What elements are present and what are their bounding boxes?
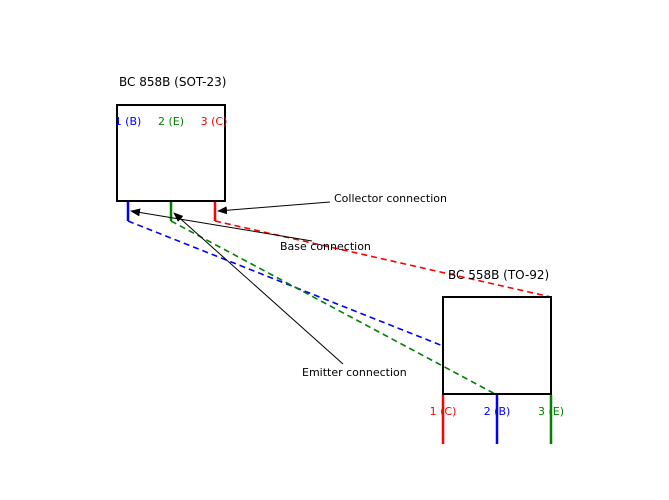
base-annotation-arrow bbox=[130, 208, 313, 242]
collector-connection-line bbox=[214, 220, 552, 298]
base-connection-line bbox=[127, 220, 444, 347]
base-annotation-label: Base connection bbox=[280, 240, 371, 253]
sot23-pin2-label: 2 (E) bbox=[158, 115, 184, 128]
sot23-title: BC 858B (SOT-23) bbox=[119, 75, 226, 89]
collector-annotation-arrow bbox=[217, 201, 331, 215]
sot23-pin1-label: 1 (B) bbox=[115, 115, 142, 128]
emitter-annotation-arrow bbox=[173, 212, 344, 365]
to92-package: BC 558B (TO-92) 1 (C) 2 (B) 3 (E) bbox=[430, 268, 564, 444]
annotations: Collector connection Base connection Emi… bbox=[130, 192, 447, 379]
emitter-annotation-label: Emitter connection bbox=[302, 366, 407, 379]
sot23-pin3-label: 3 (C) bbox=[201, 115, 228, 128]
connection-lines bbox=[127, 220, 552, 396]
collector-annotation-label: Collector connection bbox=[334, 192, 447, 205]
to92-pin3-label: 3 (E) bbox=[538, 405, 564, 418]
sot23-package: BC 858B (SOT-23) 1 (B) 2 (E) 3 (C) bbox=[115, 75, 228, 221]
to92-pin2-label: 2 (B) bbox=[484, 405, 511, 418]
to92-pin1-label: 1 (C) bbox=[430, 405, 457, 418]
to92-body bbox=[442, 296, 552, 395]
emitter-connection-line bbox=[170, 220, 498, 396]
sot23-body bbox=[116, 104, 226, 202]
to92-title: BC 558B (TO-92) bbox=[448, 268, 549, 282]
